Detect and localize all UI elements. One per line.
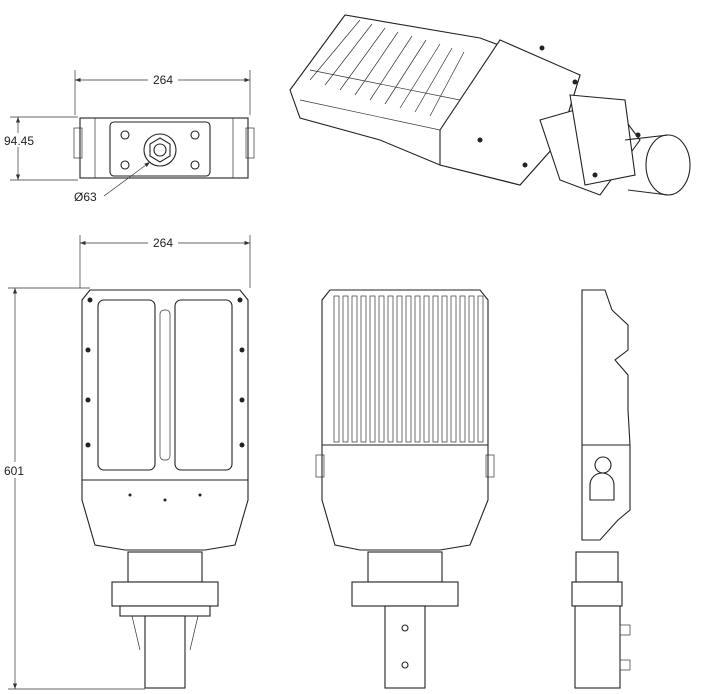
heat-sink-fin	[414, 295, 421, 443]
dimension-top-height: 94.45	[2, 116, 78, 181]
dimension-label: 601	[4, 464, 24, 478]
back-view	[315, 289, 495, 689]
dimension-top-width: 264	[74, 70, 251, 115]
heat-sink-fin	[342, 295, 349, 443]
dimension-front-height: 601	[2, 287, 145, 690]
heat-sink-fin	[459, 295, 466, 443]
heat-sink-fin	[396, 295, 403, 443]
heat-sink-fin	[432, 295, 439, 443]
heat-sink-fin	[423, 295, 430, 443]
dimension-front-width: 264	[79, 235, 251, 288]
isometric-view	[289, 14, 691, 196]
front-view	[81, 289, 249, 689]
dimension-pipe-diameter: Ø63	[74, 161, 151, 204]
dimension-label: 264	[153, 73, 173, 87]
heat-sink-fin	[387, 295, 394, 443]
heat-sink-fin	[333, 295, 340, 443]
heat-sink-fin	[468, 295, 475, 443]
dimension-label: Ø63	[74, 190, 97, 204]
dimension-label: 94.45	[4, 134, 34, 148]
end-view	[73, 117, 255, 179]
heat-sink-fin	[351, 295, 358, 443]
heat-sink-fin	[477, 295, 484, 443]
heat-sink-fin	[378, 295, 385, 443]
heat-sink-fin	[450, 295, 457, 443]
heat-sink-fin	[369, 295, 376, 443]
side-view	[571, 289, 631, 689]
heat-sink-fin	[405, 295, 412, 443]
heat-sink-fin	[441, 295, 448, 443]
dimension-label: 264	[153, 236, 173, 250]
heat-sink-fin	[360, 295, 367, 443]
